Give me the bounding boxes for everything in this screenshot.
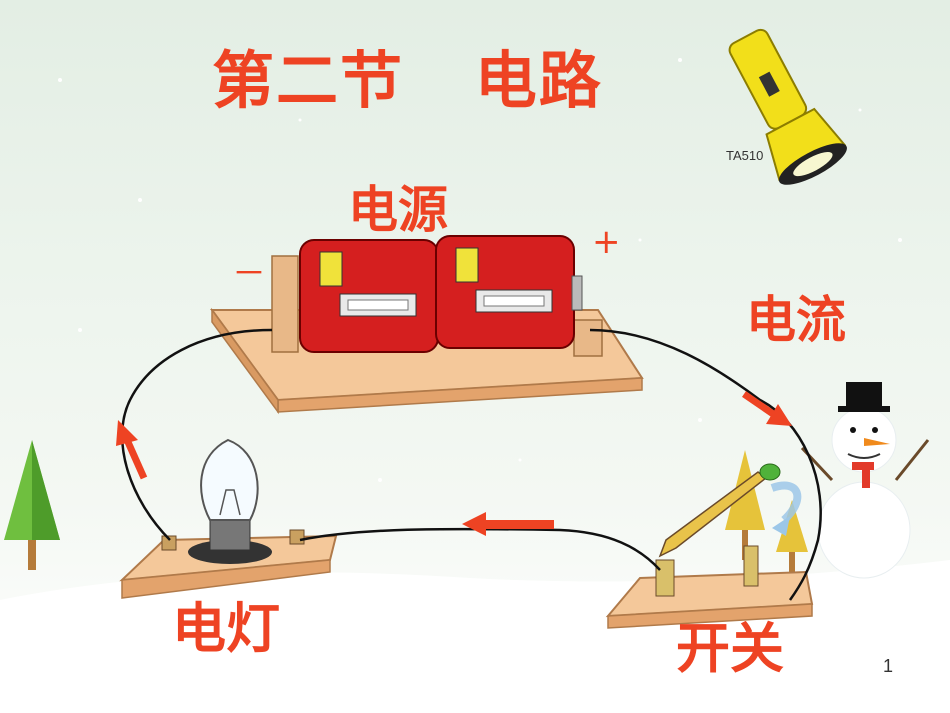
page-title: 第二节 电路 bbox=[212, 44, 603, 117]
current-arrow-icon bbox=[742, 391, 792, 426]
current-arrow-icon bbox=[462, 512, 554, 536]
label-power-source: 电源 bbox=[348, 181, 448, 239]
battery-icon bbox=[299, 239, 439, 353]
light-bulb-icon bbox=[188, 438, 272, 564]
snowman-icon bbox=[800, 382, 930, 579]
page-number: 1 bbox=[883, 656, 894, 676]
snowflakes bbox=[58, 58, 902, 482]
negative-terminal-sign: － bbox=[232, 254, 266, 294]
positive-terminal-sign: + bbox=[592, 222, 621, 262]
label-switch: 开关 bbox=[676, 617, 784, 680]
battery-icon bbox=[435, 235, 583, 349]
label-current: 电流 bbox=[746, 291, 846, 349]
current-arrow-icon bbox=[116, 420, 148, 480]
pine-tree-icon bbox=[4, 440, 60, 570]
circuit-wire bbox=[121, 328, 822, 601]
flashlight-icon bbox=[728, 28, 847, 185]
flashlight-model-label: TA510 bbox=[726, 148, 764, 163]
label-lamp: 电灯 bbox=[172, 597, 280, 660]
